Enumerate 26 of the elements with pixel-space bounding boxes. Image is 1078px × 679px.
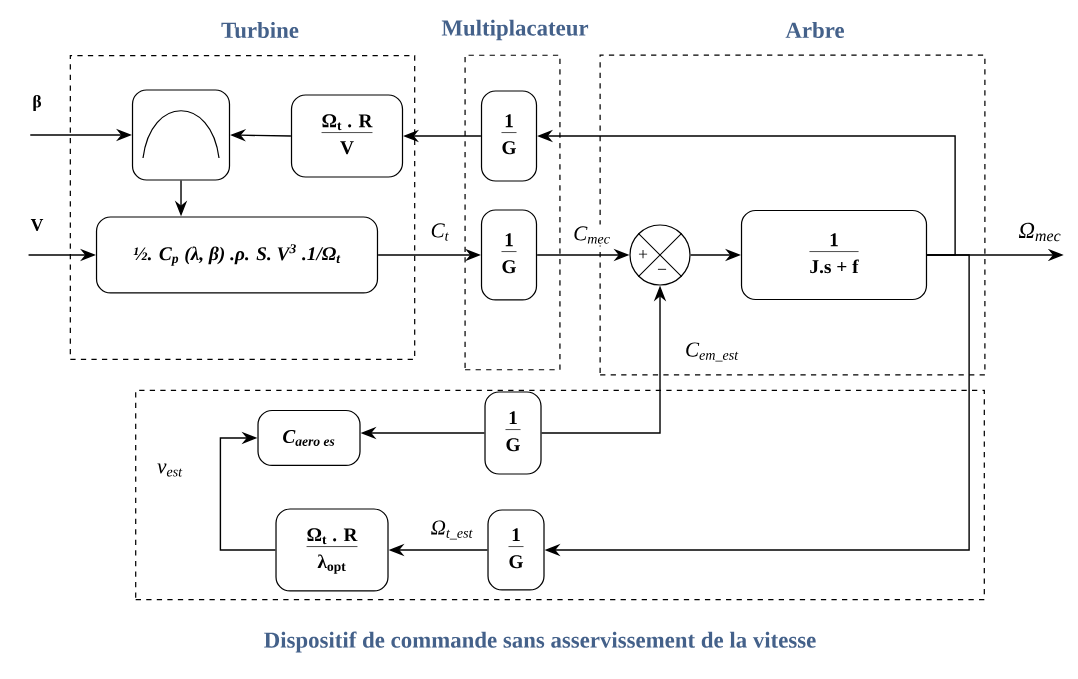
transfer-block: 1 G [480, 209, 538, 301]
transfer-block: 1 J.s + f [740, 209, 928, 301]
transfer-block: $\textit{C}_{\textit{aero es}}$ [257, 409, 361, 467]
sign-label: + [638, 250, 648, 259]
transfer-block: 1 G [487, 509, 545, 591]
curve-block [131, 89, 231, 181]
transfer-block: ½. C$_{p}$ (λ, β) .ρ. S. V$^{3}$ .1/Ω$_{t}$ [95, 216, 379, 294]
group-title: Turbine [221, 21, 299, 39]
transfer-block: 1 G [484, 391, 542, 475]
signal-label: C$_{t}$ [428, 221, 452, 243]
summing-junction [629, 224, 691, 286]
signal-label: v$_{est}$ [155, 461, 185, 479]
diagram-title: Dispositif de commande sans asservissement de la vitesse [264, 631, 816, 653]
sign-label: − [657, 268, 667, 270]
signal-label: Ω$_{t_est}$ [428, 518, 476, 542]
signal-name: Ω$_{mec}$ [1018, 222, 1061, 242]
group-title: Arbre [785, 21, 844, 39]
transfer-block: 1 G [480, 90, 538, 182]
transfer-block: Ω$_{t}$ . R λ$_{opt}$ [275, 508, 389, 592]
signal-name: V [30, 219, 44, 231]
signal-label: C$_{em_est}$ [683, 340, 741, 364]
signal-name: β [33, 94, 42, 112]
arrow [219, 431, 277, 551]
transfer-block: Ω$_{t}$ . R V [290, 94, 404, 178]
signal-label: C$_{mec}$ [571, 224, 613, 246]
group-title: Multiplacateur [441, 19, 589, 41]
